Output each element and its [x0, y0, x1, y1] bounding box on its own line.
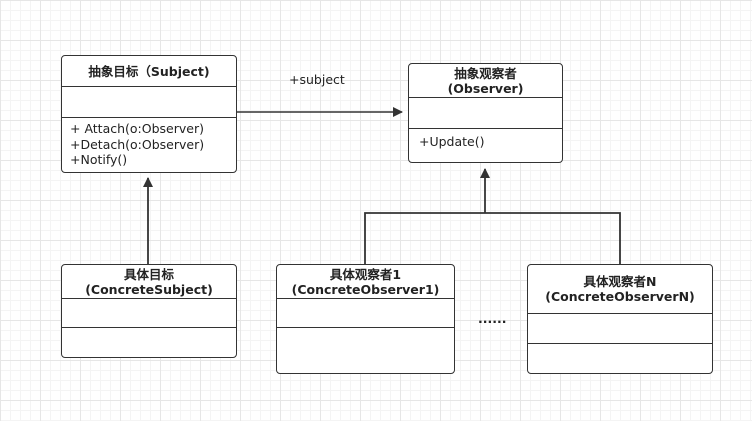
observer-title-line1: 抽象观察者 [454, 65, 517, 81]
concrete-observer-n-class-box[interactable]: 具体观察者N (ConcreteObserverN) [527, 264, 713, 374]
concrete-observer1-operations-section [277, 328, 454, 373]
subject-operation: +Detach(o:Observer) [70, 136, 205, 152]
concrete-observer-n-title-line2: (ConcreteObserverN) [545, 289, 695, 304]
concrete-subject-class-title: 具体目标 (ConcreteSubject) [62, 265, 236, 299]
observer-attributes-section [409, 98, 562, 129]
subject-class-box[interactable]: 抽象目标（Subject) + Attach(o:Observer) +Deta… [61, 55, 237, 173]
subject-class-title: 抽象目标（Subject) [62, 56, 236, 87]
concrete-observer1-attributes-section [277, 299, 454, 328]
association-label: +subject [289, 72, 345, 87]
concrete-observer1-title-line2: (ConcreteObserver1) [291, 281, 440, 297]
subject-title-text: 抽象目标（Subject) [88, 63, 210, 79]
concrete-observer1-class-box[interactable]: 具体观察者1 (ConcreteObserver1) [276, 264, 455, 374]
concrete-subject-attributes-section [62, 299, 236, 328]
observer-title-line2: (Observer) [447, 80, 524, 96]
observer-class-box[interactable]: 抽象观察者 (Observer) +Update() [408, 63, 563, 163]
concrete-observer-n-operations-section [528, 344, 712, 373]
concrete-observer-n-title-line1: 具体观察者N [583, 274, 657, 289]
concrete-subject-class-box[interactable]: 具体目标 (ConcreteSubject) [61, 264, 237, 358]
observer-operations-section: +Update() [409, 129, 562, 162]
observer-class-title: 抽象观察者 (Observer) [409, 64, 562, 98]
concrete-subject-title-line1: 具体目标 [123, 266, 174, 282]
ellipsis-label: ...... [478, 311, 507, 326]
observer-realization-bus [364, 212, 621, 265]
subject-operations-section: + Attach(o:Observer) +Detach(o:Observer)… [62, 118, 236, 172]
observer-operation: +Update() [419, 134, 485, 149]
concrete-subject-title-line2: (ConcreteSubject) [85, 281, 213, 297]
concrete-observer-n-attributes-section [528, 314, 712, 344]
subject-attributes-section [62, 87, 236, 118]
concrete-observer1-title-line1: 具体观察者1 [329, 266, 402, 282]
concrete-subject-operations-section [62, 328, 236, 357]
concrete-observer1-class-title: 具体观察者1 (ConcreteObserver1) [277, 265, 454, 299]
concrete-observer-n-class-title: 具体观察者N (ConcreteObserverN) [528, 265, 712, 314]
subject-operation: + Attach(o:Observer) [70, 121, 204, 136]
subject-operation: +Notify() [70, 152, 128, 167]
